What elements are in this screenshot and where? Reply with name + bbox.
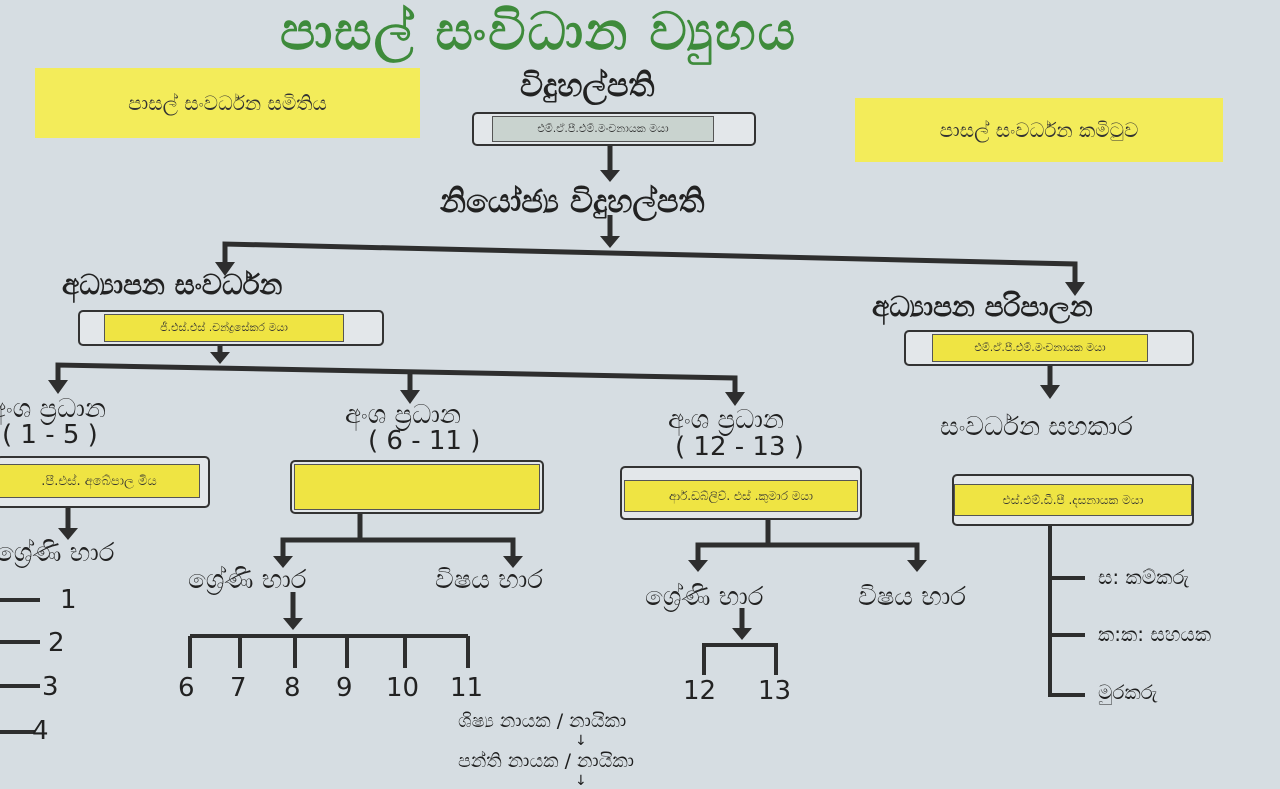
section-head-12-13-box: ආර්.ඩබ්ලිව්. එස් .කුමාර මයා: [620, 466, 862, 520]
grade-head-secondary-label: ශ්‍රේණි භාර: [188, 565, 307, 595]
grade-9: 9: [336, 673, 353, 703]
principal-box: එම්.ඒ.පී.එම්.මංචනායක මයා: [472, 112, 756, 146]
grade-10: 10: [386, 673, 420, 703]
grade-head-primary-label: ශ්‍රේණි භාර: [0, 538, 115, 568]
development-assistant-name: එස්.එම්.ඩී.පී .දසනායක මයා: [954, 484, 1192, 516]
school-development-society-badge: පාසල් සංවර්ධන සමිතිය: [35, 68, 420, 138]
grade-1: 1: [60, 585, 77, 615]
education-administration-label: අධ්‍යාපන පරිපාලන: [872, 290, 1093, 323]
section-head-12-13-label: අංශ ප්‍රධාන: [668, 405, 785, 435]
section-head-12-13-range: ( 12 - 13 ): [675, 432, 804, 462]
school-development-committee-badge: පාසල් සංවර්ධන කමිටුව: [855, 98, 1223, 162]
education-development-label: අධ්‍යාපන සංවර්ධන: [62, 268, 283, 301]
grade-2: 2: [48, 628, 65, 658]
section-head-1-5-label: අංශ ප්‍රධාන: [0, 394, 107, 424]
subject-head-advanced-label: විෂය භාර: [858, 582, 966, 612]
education-administration-name: එම්.ඒ.පී.එම්.මංචනායක මයා: [932, 334, 1148, 362]
principal-label: විදුහල්පති: [520, 66, 655, 104]
development-assistant-box: එස්.එම්.ඩී.පී .දසනායක මයා: [952, 474, 1194, 526]
education-administration-box: එම්.ඒ.පී.එම්.මංචනායක මයා: [904, 330, 1194, 366]
class-leader-label: පන්ති නායක / නායිකා: [458, 750, 635, 772]
staff-labourer: ස: කම්කරු: [1098, 565, 1190, 589]
grade-3: 3: [42, 672, 59, 702]
staff-watchman: මුරකරු: [1098, 680, 1158, 704]
staff-office-assistant: ක:ක: සහයක: [1098, 622, 1212, 646]
section-head-6-11-name: [294, 464, 540, 510]
section-head-6-11-box: [290, 460, 544, 514]
grade-head-advanced-label: ශ්‍රේණි භාර: [645, 582, 764, 612]
grade-4: 4: [32, 716, 49, 746]
student-leader-label: ශිෂ්‍ය නායක / නායිකා: [458, 710, 627, 732]
section-head-1-5-name: .පී.එස්. අබේපාල මිය: [0, 464, 200, 498]
chart-title: පාසල් සංවිධාන ව්‍යුහය: [280, 2, 797, 62]
section-head-1-5-box: .පී.එස්. අබේපාල මිය: [0, 456, 210, 508]
grade-7: 7: [230, 673, 247, 703]
education-development-box: ජී.එස්.එස් .චන්ද්‍රසේකර මයා: [78, 310, 384, 346]
principal-name: එම්.ඒ.පී.එම්.මංචනායක මයා: [492, 116, 714, 142]
deputy-principal-label: නියෝජ්‍ය විදුහල්පති: [440, 182, 705, 220]
subject-head-secondary-label: විෂය භාර: [435, 565, 543, 595]
education-development-name: ජී.එස්.එස් .චන්ද්‍රසේකර මයා: [104, 314, 344, 342]
grade-11: 11: [450, 673, 484, 703]
arrow-down-icon: ↓: [575, 773, 587, 789]
grade-6: 6: [178, 673, 195, 703]
arrow-down-icon: ↓: [575, 733, 587, 749]
grade-13: 13: [758, 676, 792, 706]
development-assistant-label: සංවර්ධන සහකාර: [940, 412, 1133, 442]
section-head-1-5-range: ( 1 - 5 ): [2, 420, 98, 450]
section-head-12-13-name: ආර්.ඩබ්ලිව්. එස් .කුමාර මයා: [624, 480, 858, 512]
grade-12: 12: [683, 676, 717, 706]
section-head-6-11-range: ( 6 - 11 ): [368, 426, 481, 456]
section-head-6-11-label: අංශ ප්‍රධාන: [345, 400, 462, 430]
grade-8: 8: [284, 673, 301, 703]
